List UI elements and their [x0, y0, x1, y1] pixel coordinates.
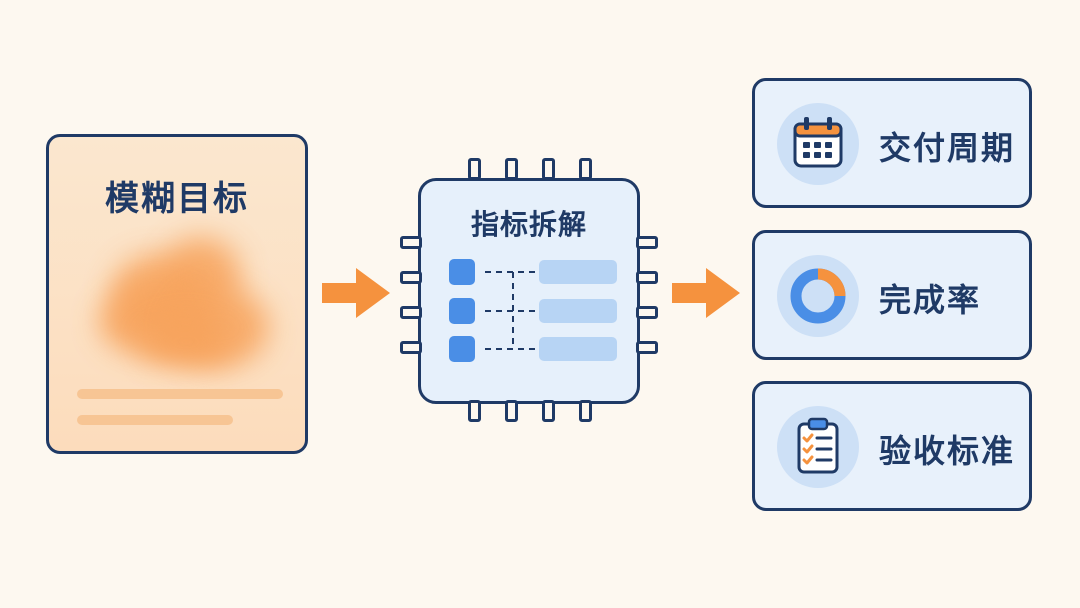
metric-breakdown-chip: 指标拆解 [418, 178, 640, 404]
chip-pin [468, 158, 481, 180]
fuzzy-goal-card: 模糊目标 [46, 134, 308, 454]
donut-chart-icon [777, 255, 859, 337]
result-label-delivery-cycle: 交付周期 [879, 129, 1016, 167]
chip-pin [505, 158, 518, 180]
chip-pin [636, 341, 658, 354]
chip-node-square [449, 336, 475, 362]
result-card-completion-rate: 完成率 [752, 230, 1032, 360]
chip-pin [579, 400, 592, 422]
arrow-right-icon [322, 268, 390, 318]
chip-output-bar [539, 299, 617, 323]
chip-title: 指标拆解 [470, 208, 587, 241]
fuzzy-text-line [77, 415, 233, 425]
chip-pin [636, 271, 658, 284]
chip-output-bar [539, 337, 617, 361]
arrow-right-icon [672, 268, 740, 318]
chip-pin [636, 236, 658, 249]
chip-pin [636, 306, 658, 319]
chip-node-square [449, 298, 475, 324]
chip-node-square [449, 259, 475, 285]
chip-output-bar [539, 260, 617, 284]
fuzzy-goal-title: 模糊目标 [105, 179, 249, 219]
chip-pin [468, 400, 481, 422]
checklist-clipboard-icon [777, 406, 859, 488]
result-card-acceptance-criteria: 验收标准 [752, 381, 1032, 511]
chip-pin [505, 400, 518, 422]
result-label-completion-rate: 完成率 [879, 281, 982, 319]
result-label-acceptance-criteria: 验收标准 [879, 432, 1016, 470]
connector-lines [485, 271, 537, 350]
chip-pin [400, 341, 422, 354]
chip-pin [579, 158, 592, 180]
chip-pin [400, 271, 422, 284]
chip-pin [400, 306, 422, 319]
chip-pin [542, 400, 555, 422]
result-card-delivery-cycle: 交付周期 [752, 78, 1032, 208]
chip-pin [400, 236, 422, 249]
chip-pin [542, 158, 555, 180]
fuzzy-text-line [77, 389, 283, 399]
calendar-icon [777, 103, 859, 185]
